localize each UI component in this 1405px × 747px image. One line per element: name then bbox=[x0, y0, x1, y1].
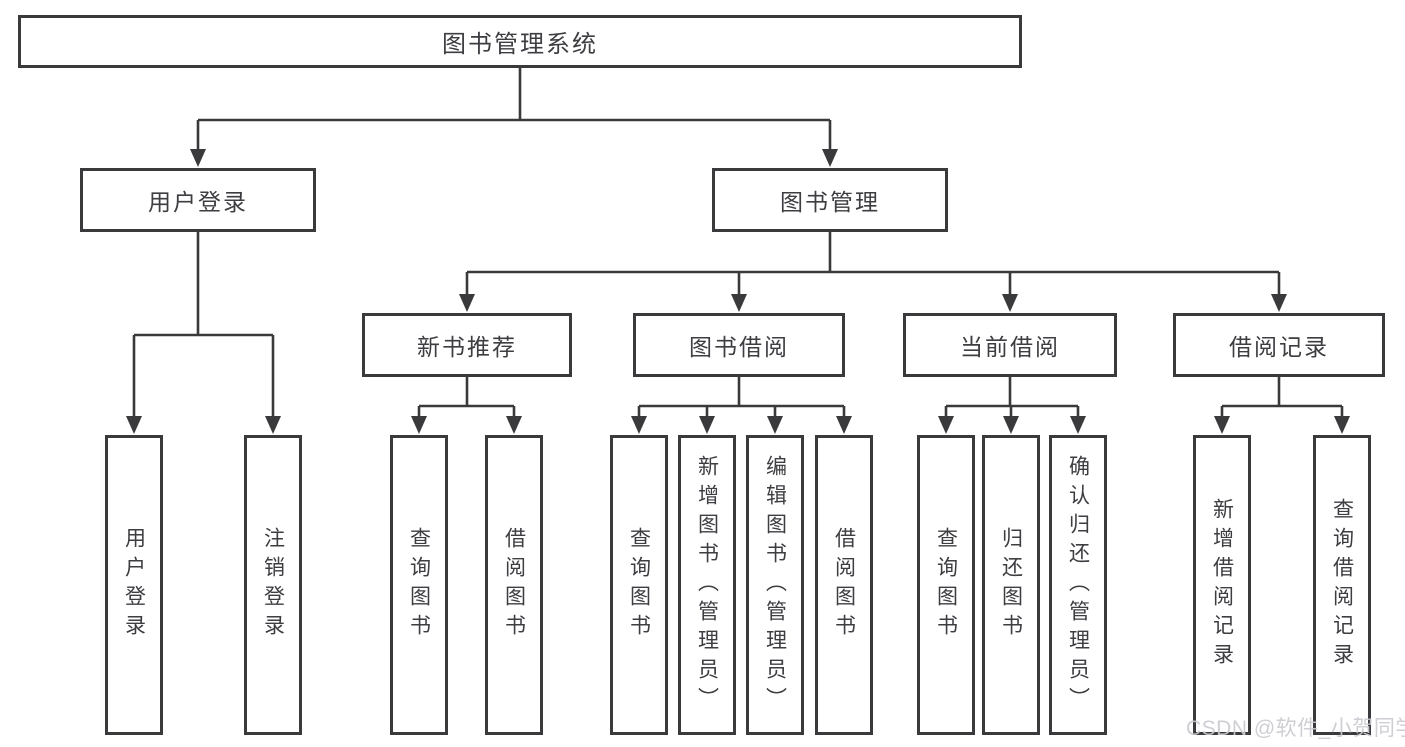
node-user-login: 用户登录 bbox=[80, 168, 316, 232]
leaf-borrow-book-recommend: 借阅图书 bbox=[485, 435, 543, 735]
leaf-logout: 注销登录 bbox=[244, 435, 302, 735]
leaf-borrow-book-borrowing: 借阅图书 bbox=[815, 435, 873, 735]
node-book-borrowing: 图书借阅 bbox=[633, 313, 845, 377]
leaf-confirm-return-admin: 确认归还（管理员） bbox=[1049, 435, 1107, 735]
node-new-book-recommend: 新书推荐 bbox=[362, 313, 572, 377]
leaf-query-borrow-record: 查询借阅记录 bbox=[1313, 435, 1371, 735]
node-borrow-records: 借阅记录 bbox=[1173, 313, 1385, 377]
leaf-add-book-admin: 新增图书（管理员） bbox=[678, 435, 736, 735]
leaf-query-book-recommend: 查询图书 bbox=[390, 435, 448, 735]
csdn-watermark: CSDN @软件_小贺同学 bbox=[1186, 717, 1405, 740]
leaf-query-book-current: 查询图书 bbox=[917, 435, 975, 735]
leaf-user-login: 用户登录 bbox=[105, 435, 163, 735]
leaf-add-borrow-record: 新增借阅记录 bbox=[1193, 435, 1251, 735]
leaf-edit-book-admin: 编辑图书（管理员） bbox=[746, 435, 804, 735]
node-root-library-system: 图书管理系统 bbox=[18, 15, 1022, 68]
node-book-management: 图书管理 bbox=[712, 168, 948, 232]
leaf-query-book-borrowing: 查询图书 bbox=[610, 435, 668, 735]
leaf-return-book: 归还图书 bbox=[982, 435, 1040, 735]
node-current-borrowing: 当前借阅 bbox=[903, 313, 1117, 377]
